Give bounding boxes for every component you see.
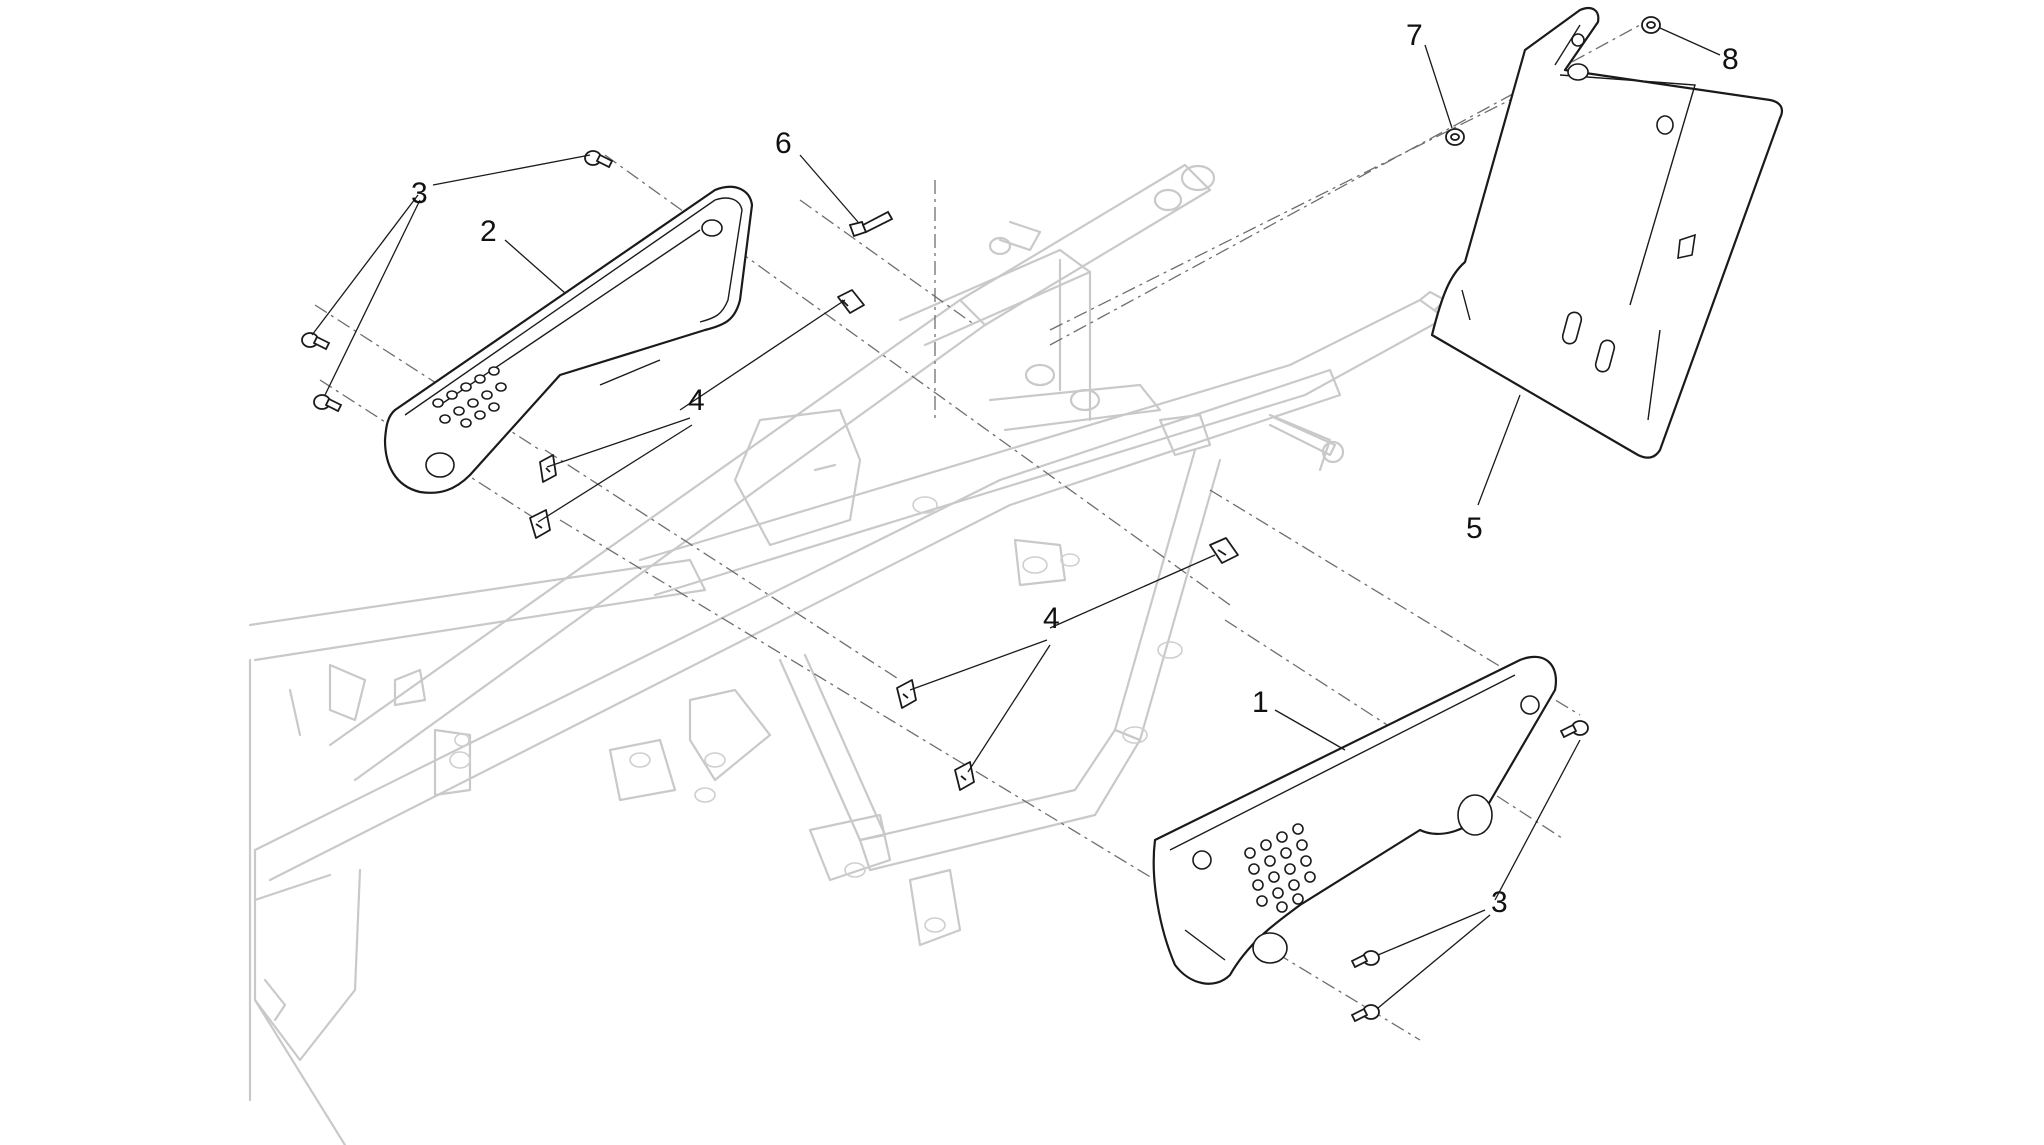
right-side-cover <box>1152 655 1558 985</box>
callout-1: 1 <box>1252 686 1269 719</box>
callout-7: 7 <box>1406 19 1423 52</box>
clips-part-4 <box>529 289 1239 791</box>
screw-icon <box>1559 720 1589 739</box>
screw-icon <box>313 394 343 413</box>
vent-holes-cover-2 <box>432 366 507 428</box>
left-side-cover <box>383 185 754 494</box>
screws-part-3 <box>301 150 1589 1023</box>
callout-4-upper: 4 <box>688 384 705 417</box>
screw-icon <box>1350 950 1380 969</box>
vent-holes-cover-1 <box>1244 823 1316 913</box>
callout-4-lower: 4 <box>1043 602 1060 635</box>
callout-5: 5 <box>1466 512 1483 545</box>
callout-3-right: 3 <box>1491 886 1508 919</box>
motorcycle-frame <box>248 163 1447 1145</box>
clip-icon <box>1209 537 1239 564</box>
clip-icon <box>529 509 551 539</box>
bolt-part-6 <box>848 210 894 238</box>
clip-icon <box>896 679 917 709</box>
rear-shield-plate <box>1430 6 1784 459</box>
nut-part-7 <box>1445 128 1465 146</box>
callout-labels: 1 2 3 3 4 4 5 6 7 8 <box>411 19 1739 919</box>
nut-part-8 <box>1641 16 1661 34</box>
callout-3-left: 3 <box>411 177 428 210</box>
leader-lines <box>311 27 1721 1009</box>
assembly-axis-lines <box>314 24 1641 1041</box>
callout-8: 8 <box>1722 43 1739 76</box>
screw-icon <box>1350 1004 1380 1023</box>
clip-icon <box>539 454 557 483</box>
callout-2: 2 <box>480 215 497 248</box>
screw-icon <box>584 150 614 169</box>
callout-6: 6 <box>775 127 792 160</box>
screw-icon <box>301 332 331 351</box>
